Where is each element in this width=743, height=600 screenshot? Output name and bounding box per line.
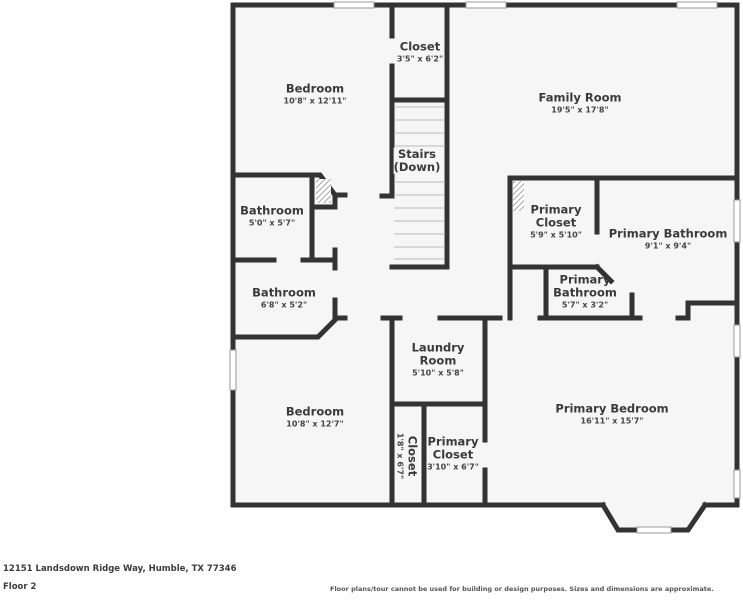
room-dims: 19'5" x 17'8" [551, 105, 609, 115]
windows [229, 1, 741, 534]
room-name: Bathroom [240, 203, 304, 218]
room-name: Bedroom [285, 404, 345, 419]
room-primary-bedroom: Primary Bedroom 16'11" x 15'7" [555, 401, 669, 426]
room-laundry: Laundry Room 5'10" x 5'8" [411, 340, 465, 379]
room-stairs: Stairs (Down) [393, 146, 441, 175]
room-dims: 10'8" x 12'7" [286, 419, 344, 429]
room-dims: 5'0" x 5'7" [248, 218, 296, 228]
room-primary-bathroom-2: Primary Bathroom 5'7" x 3'2" [553, 272, 617, 311]
room-closet-2: Closet 1'8" x 6'7" [395, 432, 420, 480]
disclaimer: Floor plans/tour cannot be used for buil… [330, 585, 714, 593]
room-dims: 5'7" x 3'2" [561, 301, 609, 311]
address: 12151 Landsdown Ridge Way, Humble, TX 77… [3, 564, 237, 574]
room-name-2: Closet [432, 447, 474, 462]
room-bathroom-2: Bathroom 6'8" x 5'2" [252, 285, 316, 310]
floor-area [233, 5, 737, 532]
room-closet-1: Closet 3'5" x 6'2" [396, 39, 444, 64]
chase-hatch [513, 181, 524, 211]
room-dims: 5'10" x 5'8" [412, 369, 464, 379]
room-name-2: Bathroom [553, 285, 617, 300]
room-dims: 5'9" x 5'10" [530, 231, 582, 241]
room-name: Bathroom [252, 285, 316, 300]
room-name-2: (Down) [393, 160, 441, 174]
stairs-treads [394, 106, 445, 260]
room-name-2: Room [419, 353, 457, 368]
room-name: Primary Bedroom [555, 401, 669, 416]
room-name: Closet [399, 39, 441, 54]
room-name: Primary Bathroom [608, 226, 728, 241]
room-dims: 6'8" x 5'2" [260, 300, 308, 310]
room-dims: 3'5" x 6'2" [396, 54, 444, 64]
room-name-2: Closet [535, 215, 577, 230]
room-name: Closet [405, 435, 420, 477]
walls [230, 2, 740, 533]
room-name: Family Room [538, 90, 622, 105]
room-bathroom-1: Bathroom 5'0" x 5'7" [240, 203, 304, 228]
room-dims: 9'1" x 9'4" [644, 241, 692, 251]
room-dims: 16'11" x 15'7" [580, 416, 644, 426]
room-primary-closet-2: Primary Closet 3'10" x 6'7" [427, 434, 479, 473]
room-family-room: Family Room 19'5" x 17'8" [538, 90, 622, 115]
chase-hatch [316, 179, 331, 203]
room-name: Primary [427, 434, 479, 449]
room-name: Primary [559, 272, 611, 287]
room-dims: 3'10" x 6'7" [427, 463, 479, 473]
room-primary-closet-1: Primary Closet 5'9" x 5'10" [530, 202, 582, 241]
room-bedroom-1: Bedroom 10'8" x 12'11" [283, 81, 347, 106]
room-bedroom-2: Bedroom 10'8" x 12'7" [285, 404, 345, 429]
room-name: Primary [530, 202, 582, 217]
room-dims: 10'8" x 12'11" [283, 96, 347, 106]
floor-label: Floor 2 [3, 582, 37, 592]
room-name: Laundry [411, 340, 465, 355]
room-dims: 1'8" x 6'7" [395, 432, 405, 480]
room-name: Bedroom [285, 81, 345, 96]
room-name: Stairs [398, 146, 436, 161]
room-primary-bathroom-1: Primary Bathroom 9'1" x 9'4" [608, 226, 728, 251]
